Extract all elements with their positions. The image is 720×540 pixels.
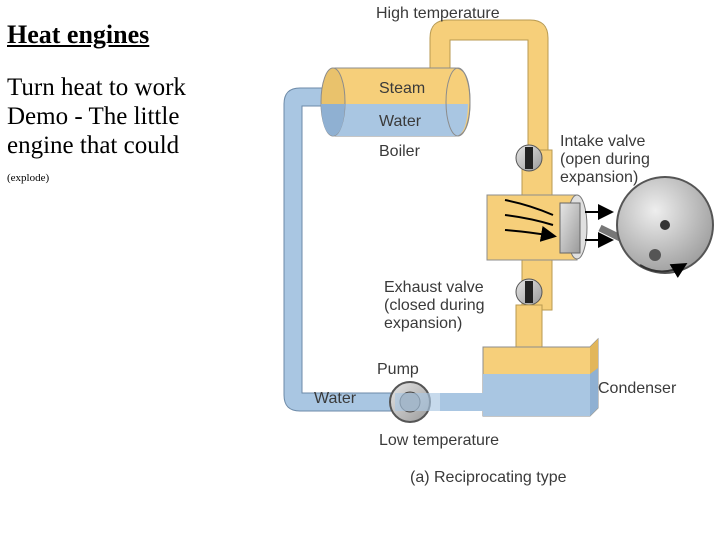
piston [559, 202, 581, 254]
body-line-3: engine that could [7, 132, 180, 159]
low-temperature-label: Low temperature [379, 432, 499, 449]
exhaust-valve-note-2: expansion) [384, 315, 462, 332]
flywheel [616, 176, 714, 278]
piston-cylinder [486, 194, 614, 261]
exhaust-valve-label: Exhaust valve [384, 279, 484, 296]
boiler-water-label: Water [379, 113, 422, 130]
intake-valve-note-1: (open during [560, 151, 650, 168]
water-return-pipe [284, 88, 395, 411]
steam-flow-arrows [504, 199, 553, 236]
water-return-label: Water [314, 390, 357, 407]
steam-pipe [430, 20, 548, 150]
pump [389, 381, 440, 423]
figure-caption: (a) Reciprocating type [410, 469, 567, 486]
body-line-1: Turn heat to work [7, 74, 186, 101]
slide-title: Heat engines [7, 20, 150, 49]
rotation-arrow [639, 262, 688, 278]
intake-valve [515, 144, 543, 172]
small-note: (explode) [7, 172, 50, 184]
exhaust-valve-note-1: (closed during [384, 297, 485, 314]
boiler [320, 67, 471, 137]
body-text: Turn heat to work Demo - The little engi… [7, 73, 237, 160]
intake-valve-note-2: expansion) [560, 169, 638, 186]
exhaust-valve [515, 278, 543, 306]
high-temperature-label: High temperature [376, 5, 500, 22]
intake-valve-label: Intake valve [560, 133, 645, 150]
condenser [440, 337, 599, 417]
body-line-2: Demo - The little [7, 103, 180, 130]
steam-label: Steam [379, 80, 425, 97]
pump-label: Pump [377, 361, 419, 378]
condenser-label: Condenser [598, 380, 677, 397]
boiler-label: Boiler [379, 143, 421, 160]
